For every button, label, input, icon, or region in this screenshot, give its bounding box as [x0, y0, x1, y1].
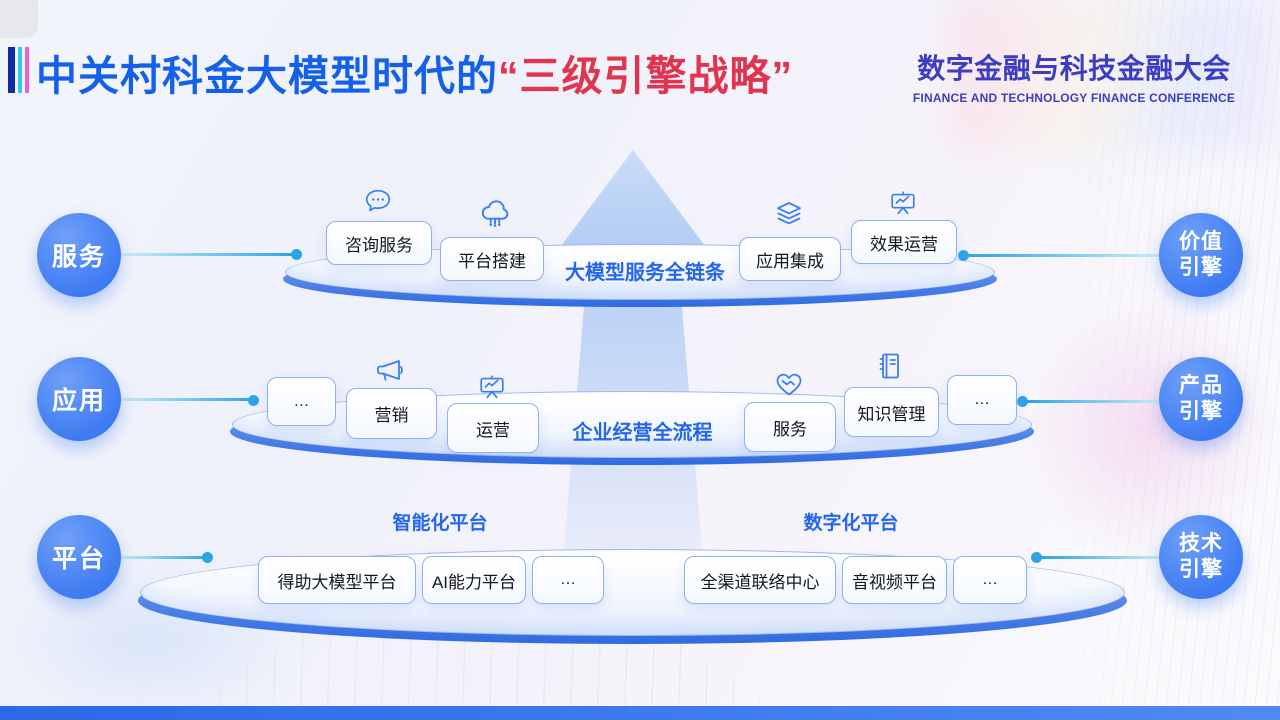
- notebook-icon: [874, 350, 906, 382]
- item-box-audio-video-platform: 音视频平台: [842, 556, 947, 604]
- connector-line: [1026, 400, 1164, 403]
- left-circle-service: 服务: [37, 213, 121, 297]
- footer-bar-decoration: [0, 706, 1280, 720]
- connector-line: [968, 254, 1164, 257]
- stripe-navy: [8, 47, 15, 93]
- page-title: 中关村科金大模型时代的“三级引擎战略”: [36, 42, 793, 102]
- connector-dot: [958, 250, 969, 261]
- megaphone-icon: [374, 355, 406, 387]
- item-box-knowledge-management: 知识管理: [844, 387, 939, 437]
- item-box-platform-building: 平台搭建: [440, 237, 544, 281]
- presentation-chart-icon: [888, 188, 918, 218]
- group-label-digital-platform: 数字化平台: [803, 513, 899, 534]
- item-box-marketing: 营销: [346, 388, 437, 439]
- pink-glow-decoration: [1020, 300, 1280, 560]
- corner-decoration: [0, 0, 38, 38]
- item-box-app-integration: 应用集成: [739, 237, 841, 281]
- right-circle-technology-engine: 技术 引擎: [1159, 515, 1243, 599]
- conference-logo: 数字金融与科技金融大会 FINANCE AND TECHNOLOGY FINAN…: [898, 47, 1250, 105]
- connector-dot: [291, 249, 302, 260]
- connector-dot: [248, 395, 259, 406]
- connector-dot: [1031, 552, 1042, 563]
- tier2-center-label: 企业经营全流程: [572, 422, 713, 444]
- presentation-chart-icon: [477, 372, 507, 402]
- conference-name-cn: 数字金融与科技金融大会: [917, 53, 1231, 84]
- chat-dots-icon: [363, 186, 393, 216]
- connector-dot: [202, 552, 213, 563]
- connector-line: [116, 253, 296, 256]
- right-circle-product-engine: 产品 引擎: [1159, 357, 1243, 441]
- page-title-main: 中关村科金大模型时代的: [36, 53, 498, 99]
- item-box-effect-operation: 效果运营: [851, 220, 957, 264]
- stripe-cyan: [18, 47, 22, 93]
- connector-line: [116, 398, 254, 401]
- item-box-operation: 运营: [447, 403, 539, 453]
- group-label-intelligent-platform: 智能化平台: [392, 513, 488, 534]
- item-box-consulting: 咨询服务: [326, 221, 432, 265]
- item-box-dehou-llm-platform: 得助大模型平台: [258, 556, 416, 604]
- title-stripes-decoration: [8, 47, 29, 93]
- layers-icon: [773, 199, 805, 231]
- conference-name-en: FINANCE AND TECHNOLOGY FINANCE CONFERENC…: [912, 91, 1236, 105]
- stripe-pink: [25, 47, 29, 93]
- left-circle-application: 应用: [37, 357, 121, 441]
- heart-handshake-icon: [773, 368, 805, 400]
- connector-line: [1041, 556, 1164, 559]
- cloud-network-icon: [478, 198, 512, 232]
- item-box-service: 服务: [744, 402, 836, 452]
- item-box-ellipsis: …: [532, 556, 604, 604]
- item-box-ellipsis: …: [953, 556, 1027, 604]
- page-title-accent: “三级引擎战略”: [498, 53, 793, 99]
- item-box-ellipsis: …: [267, 377, 336, 426]
- connector-line: [116, 556, 209, 559]
- up-arrow-head: [552, 150, 714, 258]
- left-circle-platform: 平台: [37, 515, 121, 599]
- tier1-center-label: 大模型服务全链条: [565, 262, 725, 284]
- item-box-omnichannel-contact-center: 全渠道联络中心: [684, 556, 836, 604]
- connector-dot: [1017, 396, 1028, 407]
- item-box-ellipsis: …: [947, 375, 1017, 425]
- item-box-ai-capability-platform: AI能力平台: [422, 556, 526, 604]
- right-circle-value-engine: 价值 引擎: [1159, 213, 1243, 297]
